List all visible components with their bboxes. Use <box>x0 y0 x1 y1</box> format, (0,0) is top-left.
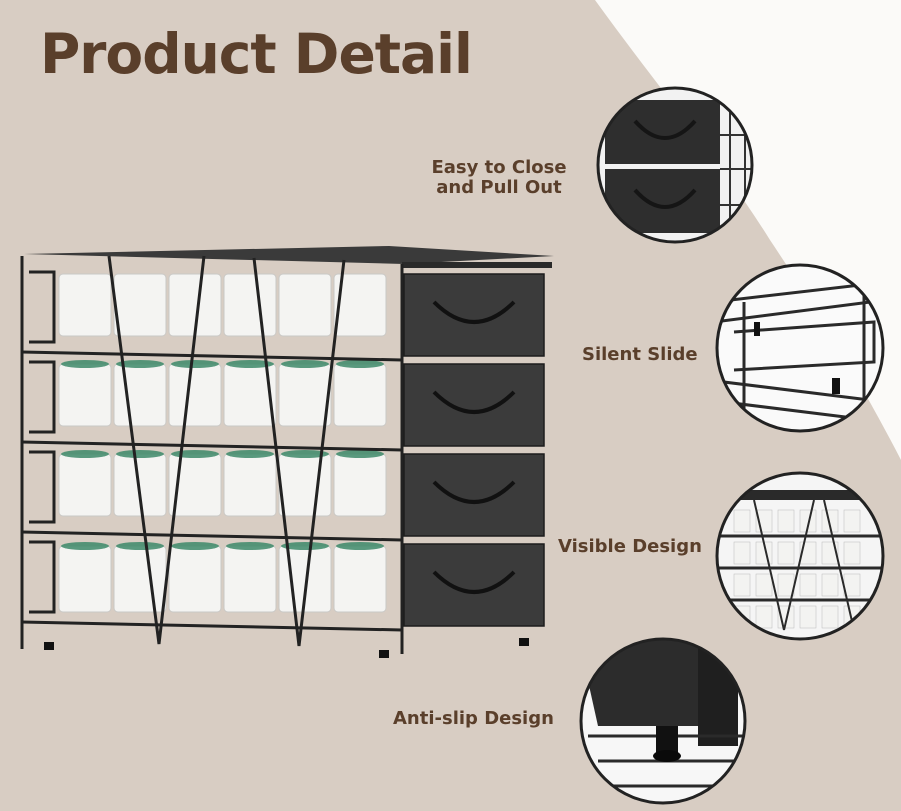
feature-label-line-1: Easy to Close <box>431 157 567 178</box>
detail-image-drawers <box>596 86 754 244</box>
feature-label-line-2: and Pull Out <box>436 177 562 198</box>
feature-label-silent-slide: Silent Slide <box>582 344 698 365</box>
detail-image-slide-rails <box>715 263 885 433</box>
feature-label-visible-design: Visible Design <box>558 536 702 557</box>
detail-image-anti-slip-foot <box>579 637 747 805</box>
detail-image-visible-front <box>715 471 885 641</box>
feature-label-anti-slip: Anti-slip Design <box>393 708 554 729</box>
product-image-drawer-rack <box>20 246 554 658</box>
feature-label-close-pull: Easy to Close and Pull Out <box>428 158 570 198</box>
page-title: Product Detail <box>40 22 473 86</box>
